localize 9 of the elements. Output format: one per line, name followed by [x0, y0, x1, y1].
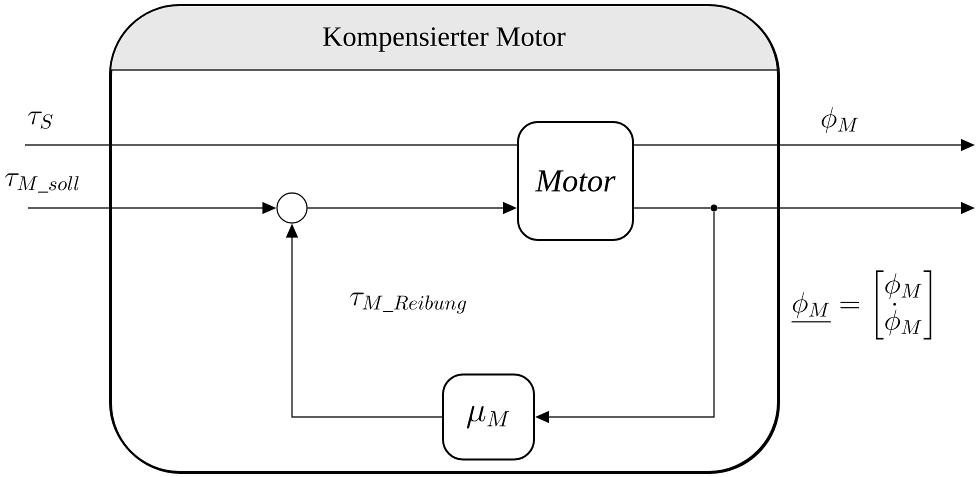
- summing-junction: [276, 192, 308, 224]
- state-vector-formula: $\underline{\phi_M} = \begin{bmatrix}\phi_M\\ \dot{\phi}_M\end{bmatrix}$: [792, 270, 932, 340]
- block: Motor: [517, 121, 634, 241]
- block: $\mu_M$: [442, 374, 535, 460]
- signal-label: $\phi_M$: [822, 107, 858, 134]
- signal-label: $\tau_{M\_soll}$: [5, 173, 79, 193]
- signal-label: $\tau_{M\_Reibung}$: [350, 292, 466, 314]
- branch-point: [710, 204, 718, 212]
- signal-label: $\tau_S$: [28, 112, 53, 129]
